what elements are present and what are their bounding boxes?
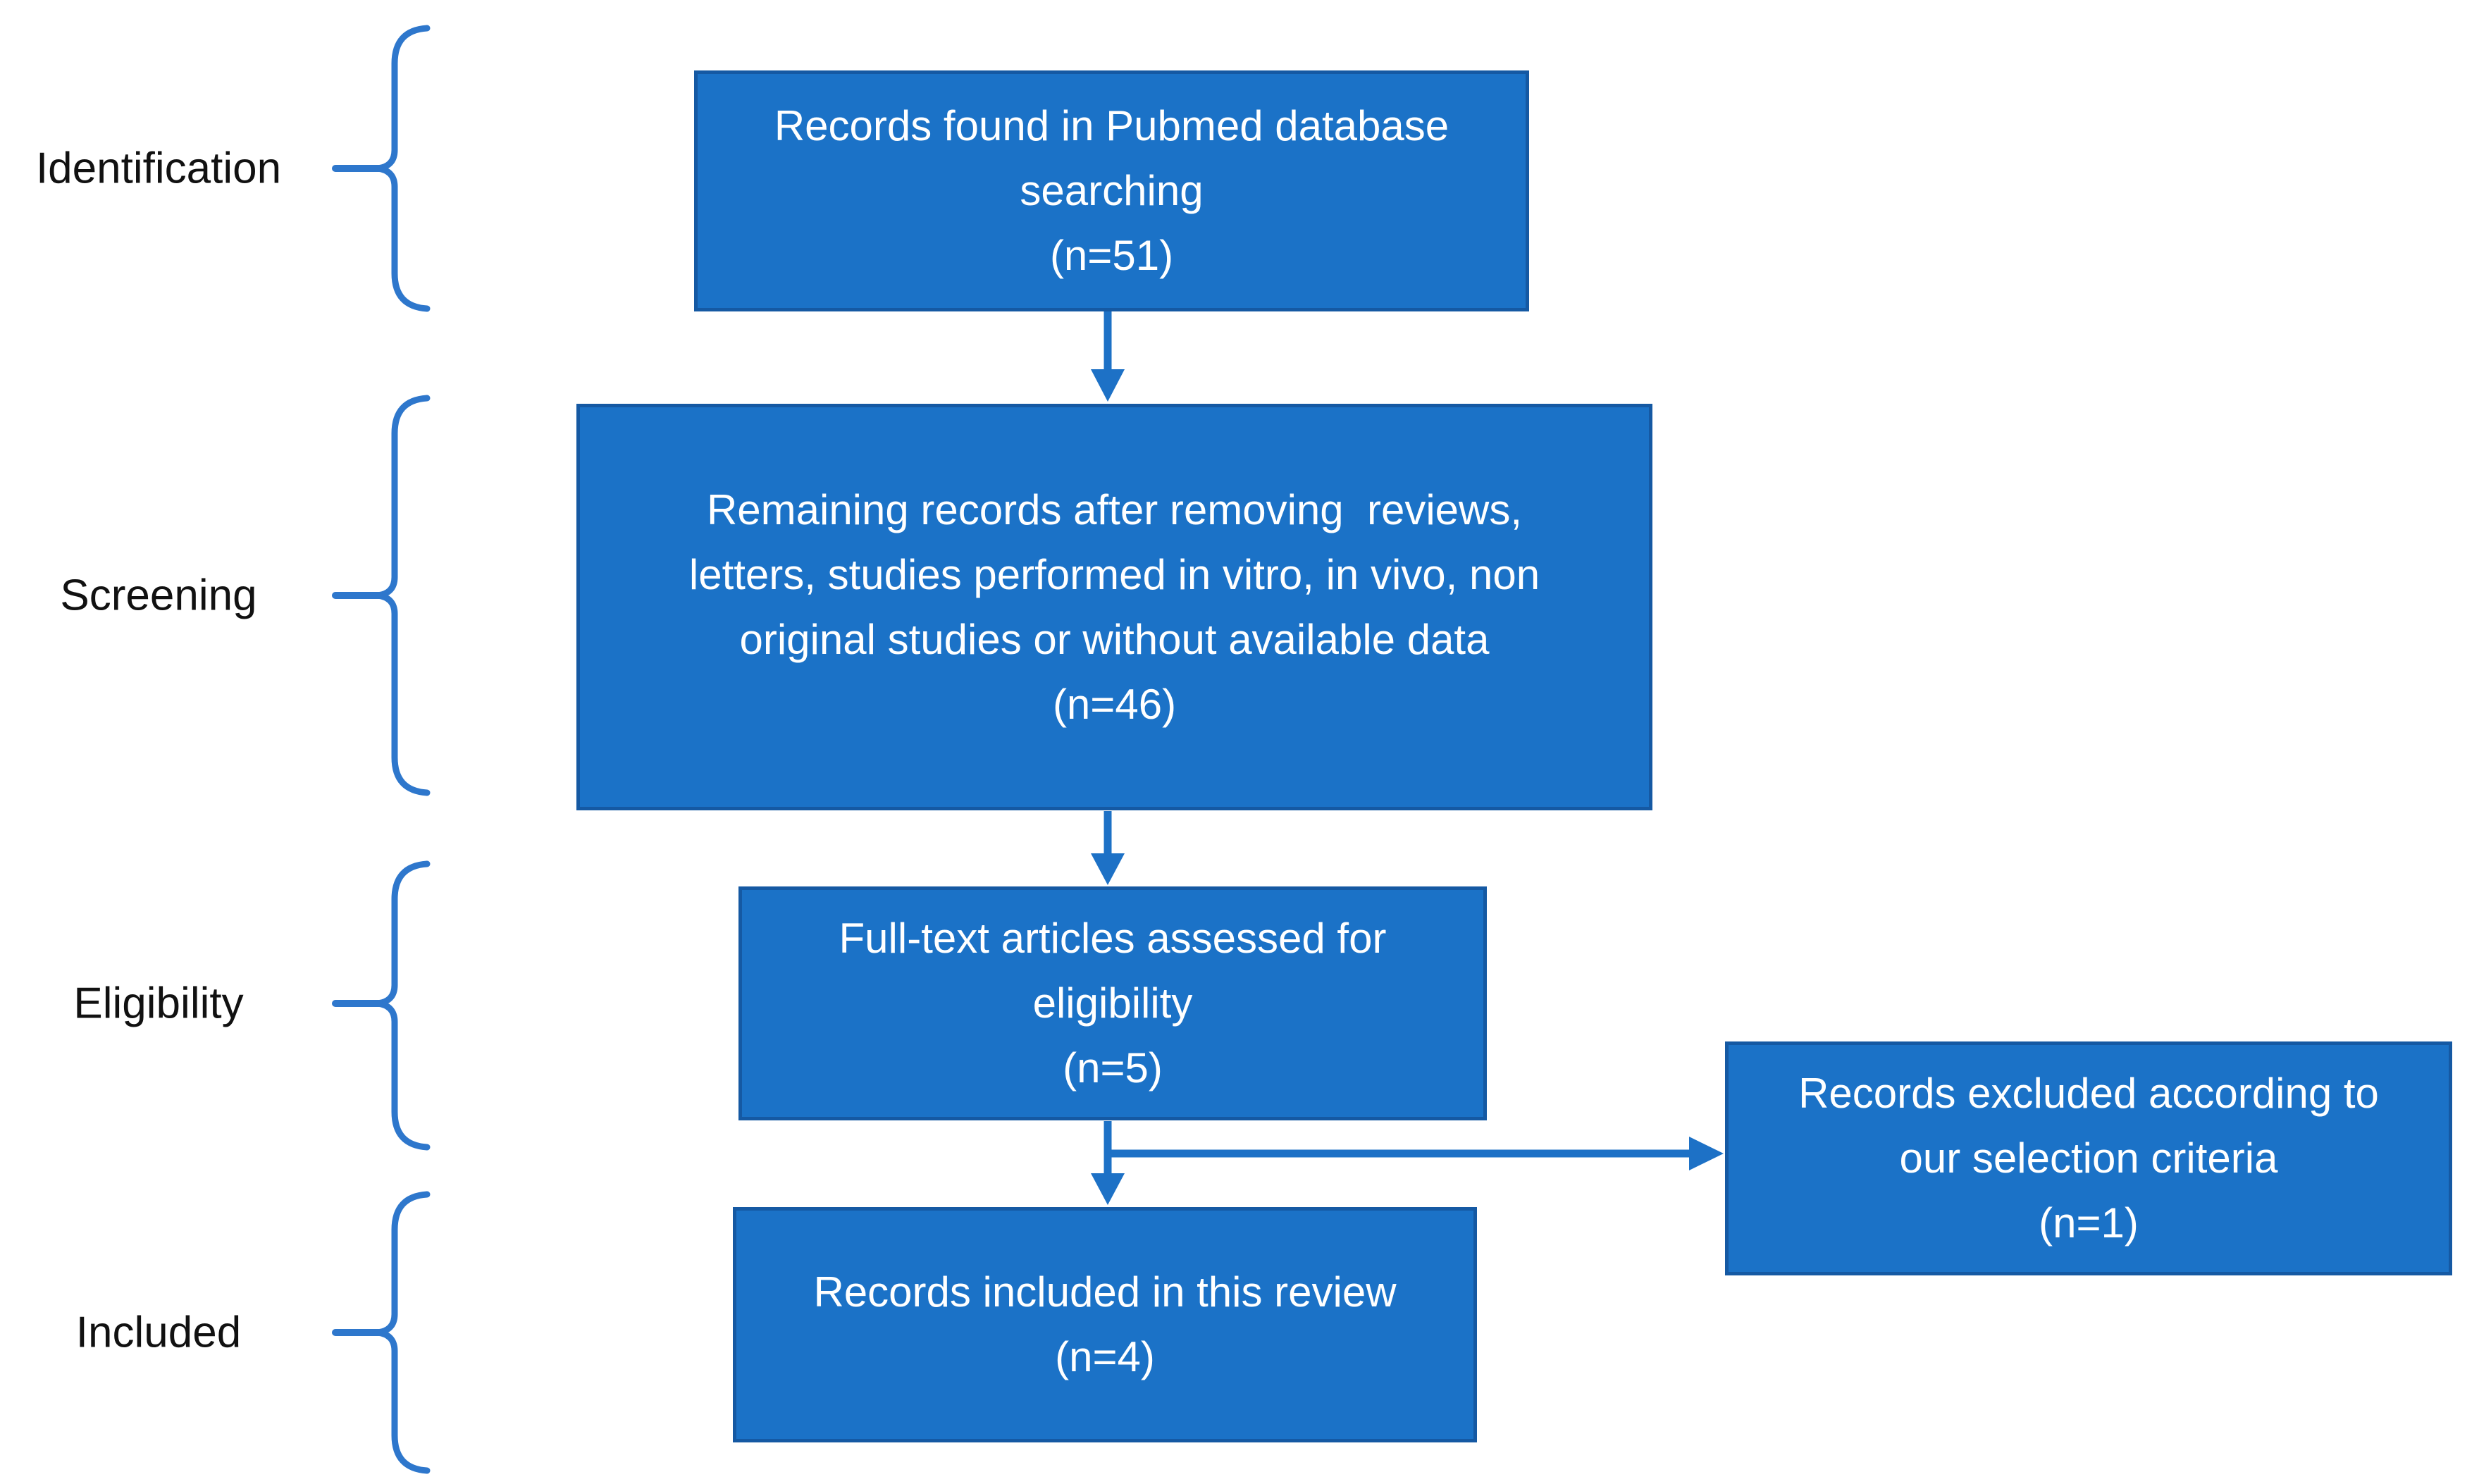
box-text-line: (n=4) (1055, 1333, 1155, 1380)
box-text-line: Full-text articles assessed for (839, 915, 1387, 962)
box-text-line: Records included in this review (813, 1268, 1397, 1316)
stage-label-included: Included (75, 1308, 242, 1357)
brace-eligibility (374, 860, 431, 1151)
arrow-found-to-remaining-head (1091, 369, 1125, 402)
brace-identification (374, 25, 431, 312)
box-text-line: searching (1020, 167, 1204, 214)
flow-box-records-included: Records included in this review (n=4) (733, 1207, 1477, 1442)
brace-screening (374, 395, 431, 796)
flow-box-records-remaining: Remaining records after removing reviews… (576, 404, 1652, 810)
flow-box-records-excluded: Records excluded according to our select… (1725, 1041, 2452, 1275)
arrow-remaining-to-fulltext-head (1091, 853, 1125, 885)
arrow-fulltext-to-included-head (1091, 1173, 1125, 1205)
box-text-line: original studies or without available da… (739, 615, 1490, 663)
box-text-line: (n=5) (1063, 1044, 1163, 1092)
box-text-line: our selection criteria (1899, 1134, 2278, 1182)
flow-box-records-found: Records found in Pubmed database searchi… (694, 70, 1529, 311)
brace-included (374, 1191, 431, 1474)
box-text-line: Records found in Pubmed database (774, 102, 1449, 149)
stage-label-identification: Identification (35, 144, 282, 193)
box-text-line: Remaining records after removing reviews… (706, 486, 1523, 533)
arrow-fulltext-to-excluded-head (1689, 1137, 1724, 1170)
flow-box-fulltext-assessed: Full-text articles assessed for eligibil… (738, 886, 1487, 1120)
stage-label-screening: Screening (60, 571, 257, 620)
box-text-line: (n=46) (1052, 680, 1177, 728)
box-text-line: (n=51) (1049, 232, 1174, 279)
box-text-line: eligibility (1032, 979, 1193, 1027)
box-text-line: Records excluded according to (1798, 1070, 2379, 1117)
box-text-line: (n=1) (2039, 1199, 2139, 1247)
stage-label-eligibility: Eligibility (73, 979, 244, 1028)
box-text-line: letters, studies performed in vitro, in … (688, 550, 1540, 598)
